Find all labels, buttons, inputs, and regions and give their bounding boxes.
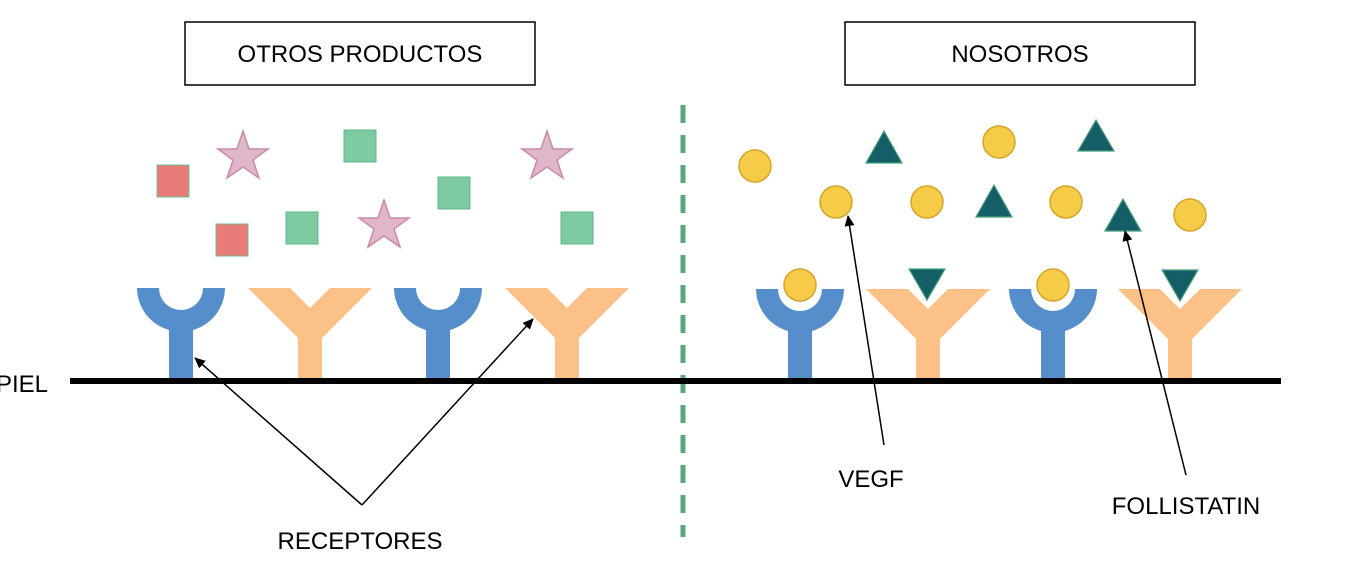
follistatin-label: FOLLISTATIN (1112, 493, 1260, 520)
follistatin-triangle (974, 183, 1014, 218)
orange-receptor (1118, 289, 1242, 382)
pink-star (217, 130, 269, 179)
arrow-follistatin (1122, 230, 1187, 476)
green-square (285, 211, 319, 245)
vegf-circle (1049, 185, 1083, 219)
follistatin-triangle-bound (907, 268, 947, 302)
follistatin-triangle (864, 129, 904, 164)
vegf-circle (910, 185, 944, 219)
header-us: NOSOTROS (951, 41, 1088, 68)
follistatin-triangle-bound (1160, 269, 1200, 303)
orange-receptor (248, 288, 372, 381)
vegf-circle (982, 125, 1016, 159)
pink-star (358, 199, 410, 248)
red-square (156, 164, 190, 198)
arrow-receptor-blue (194, 357, 363, 506)
header-other-products: OTROS PRODUCTOS (238, 41, 483, 68)
other-products-molecules (156, 129, 594, 257)
vegf-circle (1173, 198, 1207, 232)
skin-label: PIEL (0, 371, 48, 398)
blue-receptor (1009, 289, 1097, 382)
arrow-receptor-orange (361, 318, 534, 506)
vegf-circle-bound (783, 268, 817, 302)
our-molecules (738, 118, 1207, 303)
vegf-circle (819, 185, 853, 219)
vegf-label: VEGF (838, 466, 903, 493)
green-square (343, 129, 377, 163)
blue-receptor (394, 288, 482, 381)
receptors-label: RECEPTORES (278, 528, 443, 555)
red-square (215, 223, 249, 257)
follistatin-triangle (1103, 197, 1143, 232)
arrow-vegf (844, 215, 885, 446)
green-square (437, 176, 471, 210)
vegf-circle (738, 149, 772, 183)
orange-receptor (866, 289, 990, 382)
header-box-us: NOSOTROS (844, 21, 1196, 86)
pink-star (521, 130, 573, 179)
blue-receptor (756, 289, 844, 382)
header-box-other-products: OTROS PRODUCTOS (184, 21, 536, 86)
green-square (560, 211, 594, 245)
orange-receptor (505, 288, 629, 381)
follistatin-triangle (1076, 118, 1116, 152)
blue-receptor (137, 288, 225, 381)
vegf-circle-bound (1036, 268, 1070, 302)
